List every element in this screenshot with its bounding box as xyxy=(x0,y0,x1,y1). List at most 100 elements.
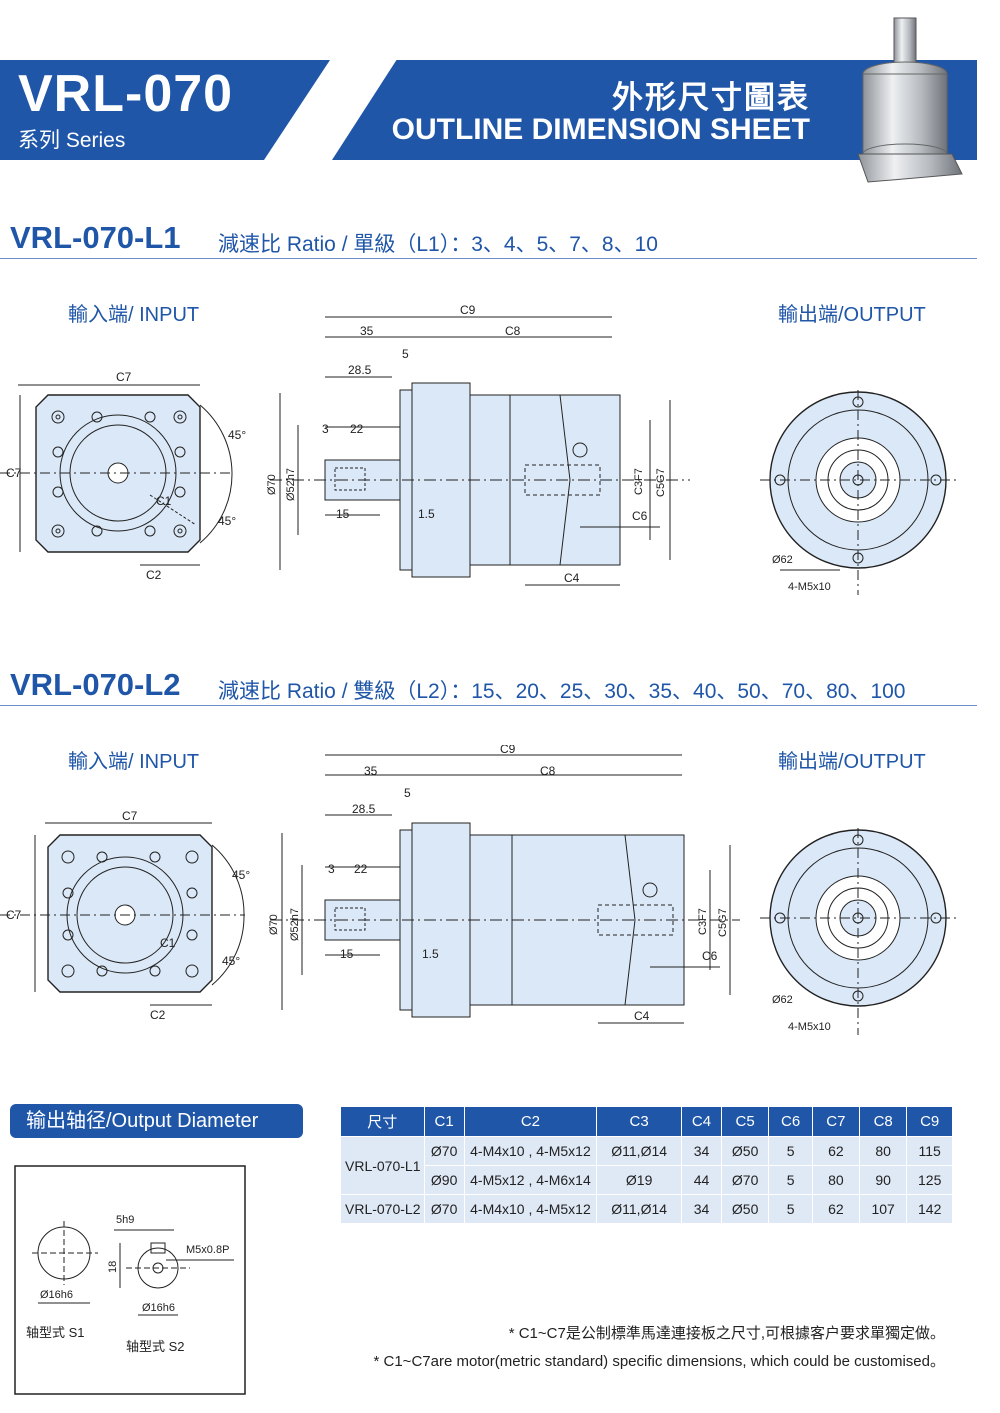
l2-side-drawing: C9 C8 35 5 28.5 3 22 15 1.5 C6 C4 C3F7 C… xyxy=(268,745,740,1024)
th-c7: C7 xyxy=(811,1106,860,1137)
model-title: VRL-070 xyxy=(18,65,234,123)
cell: 5 xyxy=(768,1194,813,1224)
th-c8: C8 xyxy=(858,1106,908,1137)
output-diameter-drawing: Ø16h6 轴型式 S1 5h9 M5x0.8P 18 Ø16h6 轴型式 S2 xyxy=(14,1165,246,1395)
cell: 62 xyxy=(811,1136,860,1166)
cell: 4-M4x10 , 4-M5x12 xyxy=(463,1136,598,1166)
cell: Ø50 xyxy=(720,1136,770,1166)
l2-c9: C9 xyxy=(500,745,516,756)
l2-output-label: 輸出端/OUTPUT xyxy=(778,751,926,773)
l1-m5: 4-M5x10 xyxy=(788,581,831,593)
s2-thread: M5x0.8P xyxy=(186,1244,229,1256)
row-label-l1: VRL-070-L1 xyxy=(340,1136,425,1195)
l2-d15: 15 xyxy=(340,947,354,961)
l2-d5: 5 xyxy=(404,786,411,800)
l2-angle-b: 45° xyxy=(222,954,240,968)
th-c2: C2 xyxy=(463,1106,598,1137)
l2-c1-label: C1 xyxy=(160,936,176,950)
cell: 34 xyxy=(681,1136,722,1166)
l2-input-label: 輸入端/ INPUT xyxy=(68,751,200,773)
l1-input-label: 輸入端/ INPUT xyxy=(68,304,200,326)
note-cn: * C1~C7是公制標準馬達連接板之尺寸,可根據客户要求單獨定做。 xyxy=(508,1325,945,1342)
l1-side-drawing: C9 C8 35 5 28.5 3 22 15 1.5 C6 C4 C3F7 C… xyxy=(266,305,690,586)
l1-output-label: 輸出端/OUTPUT xyxy=(778,304,926,326)
l1-o52: Ø52h7 xyxy=(285,468,297,501)
s1-label: 轴型式 S1 xyxy=(26,1325,85,1340)
l2-c8: C8 xyxy=(540,764,556,778)
l1-c3: C3F7 xyxy=(633,468,645,495)
l2-d3: 3 xyxy=(328,862,335,876)
l1-c7-label: C7 xyxy=(116,370,132,384)
l2-o62: Ø62 xyxy=(772,994,793,1006)
l1-d3: 3 xyxy=(322,422,329,436)
l2-d22: 22 xyxy=(354,862,368,876)
l2-m5: 4-M5x10 xyxy=(788,1021,831,1033)
cell: Ø11,Ø14 xyxy=(596,1194,683,1224)
l1-c5: C5G7 xyxy=(655,468,667,497)
l2-c7v-label: C7 xyxy=(6,908,22,922)
l2-d15b: 1.5 xyxy=(422,947,439,961)
l1-c4: C4 xyxy=(564,571,580,585)
l1-d22: 22 xyxy=(350,422,364,436)
l1-d15b: 1.5 xyxy=(418,507,435,521)
note-en: * C1~C7are motor(metric standard) specif… xyxy=(373,1353,946,1370)
l2-c6: C6 xyxy=(702,949,718,963)
gearbox-product-image xyxy=(857,17,963,183)
l2-c4: C4 xyxy=(634,1009,650,1023)
l1-o62: Ø62 xyxy=(772,554,793,566)
cell: Ø90 xyxy=(423,1165,465,1195)
th-c4: C4 xyxy=(681,1106,722,1137)
l1-c8: C8 xyxy=(505,324,521,338)
l1-c1-label: C1 xyxy=(156,494,172,508)
l1-d285: 28.5 xyxy=(348,363,372,377)
cell: 107 xyxy=(858,1194,908,1224)
l2-d285: 28.5 xyxy=(352,802,376,816)
l1-c2-label: C2 xyxy=(146,568,162,582)
s2-h: 18 xyxy=(107,1261,119,1273)
l2-model-heading: VRL-070-L2 xyxy=(10,667,181,702)
l1-d15: 15 xyxy=(336,507,350,521)
cell: 142 xyxy=(906,1194,953,1224)
th-size: 尺寸 xyxy=(340,1106,425,1137)
l1-output-drawing: Ø62 4-M5x10 xyxy=(760,390,960,595)
cell: Ø70 xyxy=(423,1136,465,1166)
l1-d35: 35 xyxy=(360,324,374,338)
row-label-l2: VRL-070-L2 xyxy=(340,1194,425,1224)
l1-o70: Ø70 xyxy=(266,474,278,495)
cell: 34 xyxy=(681,1194,722,1224)
l2-divider xyxy=(0,705,977,706)
l2-c7-label: C7 xyxy=(122,809,138,823)
s2-key: 5h9 xyxy=(116,1214,134,1226)
s2-dim: Ø16h6 xyxy=(142,1302,175,1314)
l2-d35: 35 xyxy=(364,764,378,778)
s2-label: 轴型式 S2 xyxy=(126,1339,185,1354)
th-c9: C9 xyxy=(906,1106,953,1137)
cell: Ø70 xyxy=(423,1194,465,1224)
l2-ratio: 減速比 Ratio / 雙級（L2）：15、20、25、30、35、40、50、… xyxy=(218,680,906,703)
th-c5: C5 xyxy=(720,1106,770,1137)
l1-divider xyxy=(0,258,977,259)
cell: 5 xyxy=(768,1136,813,1166)
sheet-title-cn: 外形尺寸圖表 xyxy=(612,80,810,115)
l1-ratio: 減速比 Ratio / 單級（L1）：3、4、5、7、8、10 xyxy=(218,233,658,256)
cell: 80 xyxy=(811,1165,860,1195)
l1-input-drawing: C7 C7 C2 C1 45° 45° xyxy=(0,370,246,582)
cell: 90 xyxy=(858,1165,908,1195)
l2-o52: Ø52h7 xyxy=(289,908,301,941)
series-label: 系列 Series xyxy=(18,129,126,152)
cell: 62 xyxy=(811,1194,860,1224)
cell: 5 xyxy=(768,1165,813,1195)
table-header-row: 尺寸 C1 C2 C3 C4 C5 C6 C7 C8 C9 xyxy=(340,1106,953,1137)
l2-c3: C3F7 xyxy=(697,908,709,935)
cell: 125 xyxy=(906,1165,953,1195)
cell: Ø50 xyxy=(720,1194,770,1224)
l2-output-drawing: Ø62 4-M5x10 xyxy=(760,828,960,1035)
cell: 115 xyxy=(906,1136,953,1166)
cell: Ø19 xyxy=(596,1165,683,1195)
cell: Ø70 xyxy=(720,1165,770,1195)
cell: 4-M5x12 , 4-M6x14 xyxy=(463,1165,598,1195)
th-c3: C3 xyxy=(596,1106,683,1137)
l1-d5: 5 xyxy=(402,347,409,361)
s1-dim: Ø16h6 xyxy=(40,1289,73,1301)
cell: 80 xyxy=(858,1136,908,1166)
